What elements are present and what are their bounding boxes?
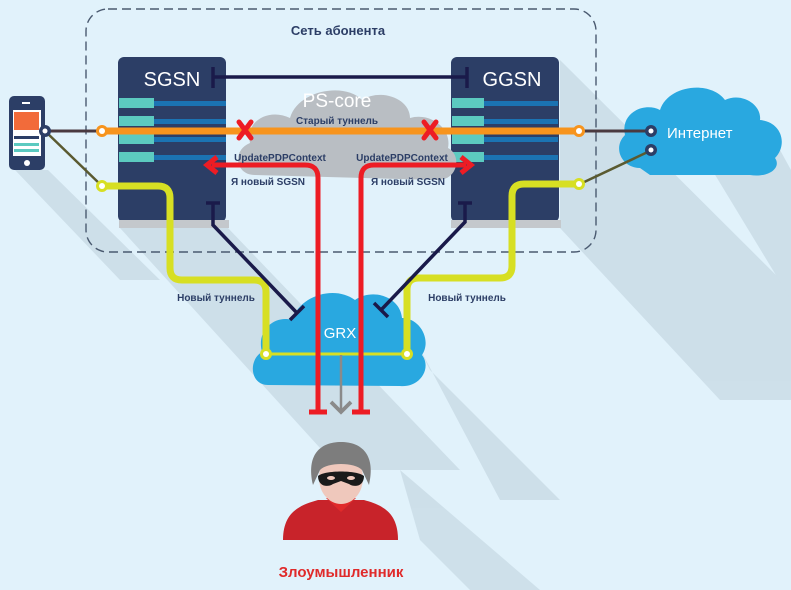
old-tunnel-line xyxy=(45,125,650,137)
new-sgsn-left-label: Я новый SGSN xyxy=(231,177,305,188)
update-pdp-right-label: UpdatePDPContext xyxy=(356,153,448,164)
new-tunnel-right-label: Новый туннель xyxy=(428,293,506,304)
mobile-phone-icon xyxy=(9,96,45,170)
new-tunnel-left-label: Новый туннель xyxy=(177,293,255,304)
attacker-icon xyxy=(283,442,398,540)
endpoint-dots xyxy=(39,125,657,156)
ps-core-cloud: PS-core Старый туннель xyxy=(238,90,457,180)
ps-core-label: PS-core xyxy=(303,91,372,112)
subscriber-network-label: Сеть абонента xyxy=(291,23,386,38)
ggsn-label: GGSN xyxy=(483,69,542,91)
update-pdp-left-label: UpdatePDPContext xyxy=(234,153,326,164)
attacker-label: Злоумышленник xyxy=(279,564,404,581)
internet-label: Интернет xyxy=(667,125,733,142)
old-tunnel-label: Старый туннель xyxy=(296,116,378,127)
ggsn-stripes xyxy=(452,98,558,162)
grx-label: GRX xyxy=(324,325,357,342)
server-grx-links xyxy=(206,201,472,322)
attack-signals xyxy=(202,155,476,415)
internet-cloud: Интернет xyxy=(619,87,782,176)
sgsn-ggsn-link xyxy=(211,67,469,88)
new-sgsn-right-label: Я новый SGSN xyxy=(371,177,445,188)
sgsn-stripes xyxy=(119,98,226,162)
sgsn-server: SGSN xyxy=(118,57,229,228)
sgsn-label: SGSN xyxy=(144,69,201,91)
broken-tunnel-x-icon xyxy=(236,119,439,141)
